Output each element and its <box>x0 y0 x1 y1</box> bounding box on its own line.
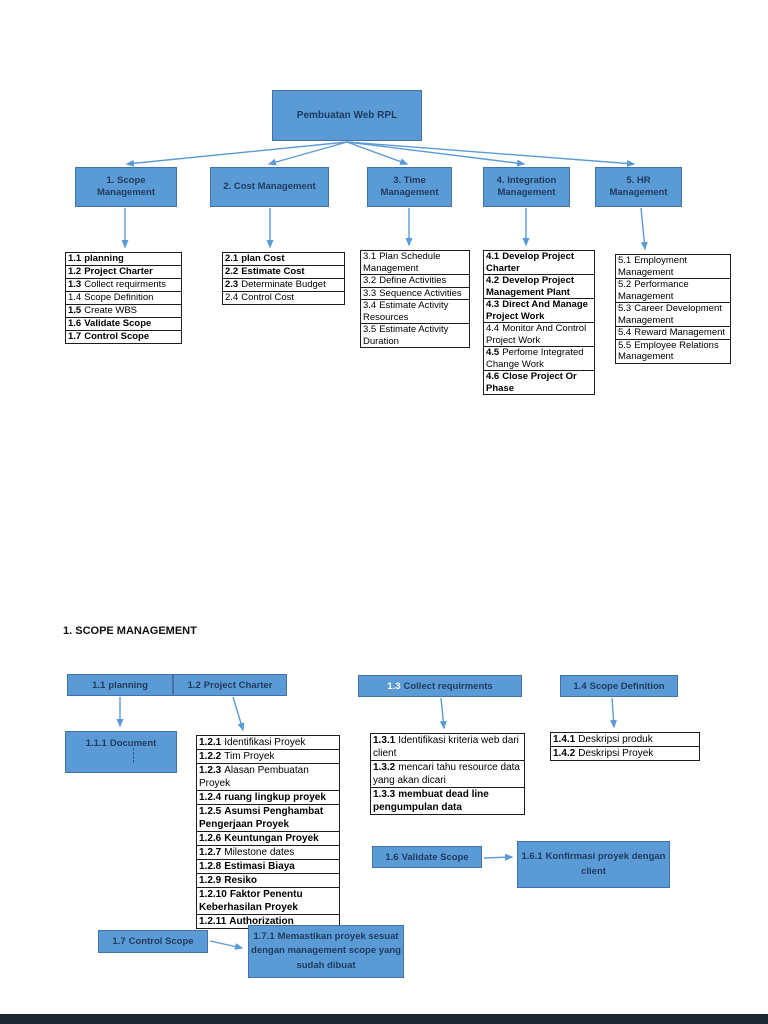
arrow-line <box>610 697 618 729</box>
wbs-branch-cost-management: 2. Cost Management <box>210 167 329 207</box>
wbs-root-node: Pembuatan Web RPL <box>272 90 422 141</box>
branch-title: 2. Cost Management <box>223 180 316 192</box>
footer-bar <box>0 1014 768 1024</box>
branch-title: 4. Integration Management <box>496 174 557 198</box>
wbs-branch-scope-management: 1. Scope Management <box>75 167 177 207</box>
wbs-branch-hr-management: 5. HR Management <box>595 167 682 207</box>
section-title: 1. SCOPE MANAGEMENT <box>63 625 197 637</box>
wbs-root-label: Pembuatan Web RPL <box>296 110 398 121</box>
arrow-line <box>267 141 348 166</box>
text-cursor-dash <box>133 748 134 763</box>
branch-title: 1. Scope Management <box>96 174 156 198</box>
arrow-line <box>439 697 447 730</box>
arrow-line <box>346 141 526 167</box>
arrow-line <box>125 141 348 167</box>
arrow-line <box>483 853 514 861</box>
wbs-branch-integration-management: 4. Integration Management <box>483 167 570 207</box>
arrow-line <box>209 940 244 950</box>
arrow-line <box>346 141 636 167</box>
arrow-line <box>640 207 648 251</box>
branch-title: 3. Time Management <box>380 174 439 198</box>
branch-title: 5. HR Management <box>609 174 668 198</box>
arrow-line <box>232 696 245 732</box>
wbs-branch-time-management: 3. Time Management <box>367 167 452 207</box>
arrow-line <box>346 141 409 165</box>
